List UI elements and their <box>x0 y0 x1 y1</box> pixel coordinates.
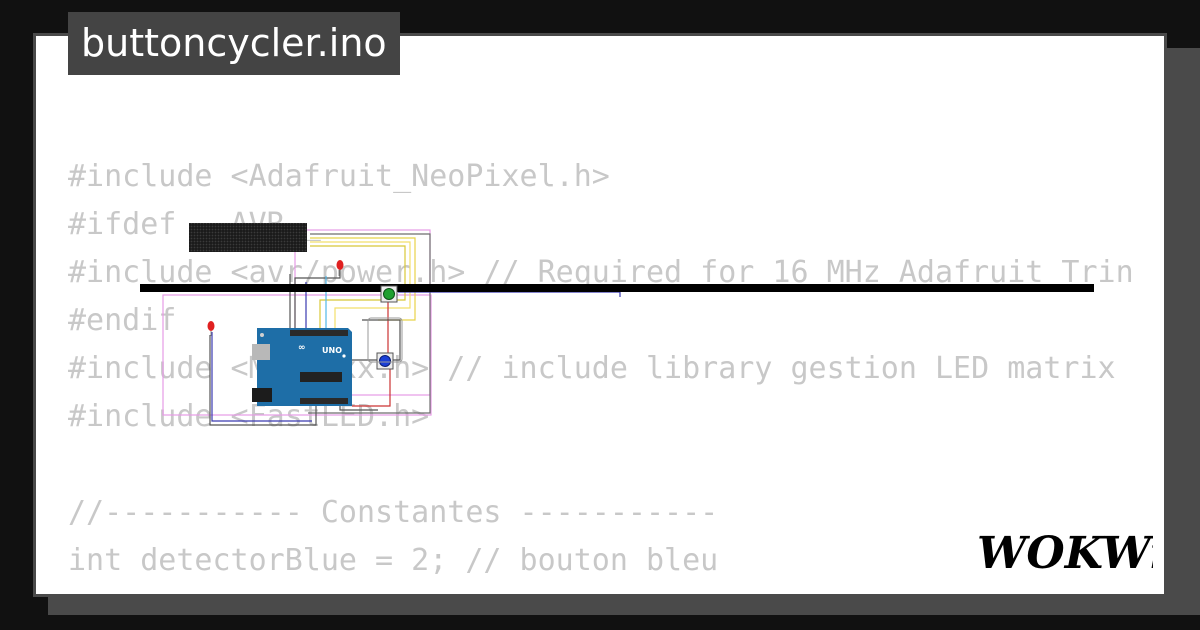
circuit-diagram: ∞ UNO <box>140 223 1094 426</box>
red-led-icon <box>207 321 215 336</box>
wire-bar <box>140 284 1094 292</box>
led-matrix <box>189 223 307 252</box>
chip <box>300 372 342 382</box>
arduino-uno-board: ∞ UNO <box>252 328 352 406</box>
module-outline <box>367 317 403 363</box>
code-line: #endif <box>68 303 177 338</box>
wokwi-logo: WOKWi <box>977 528 1153 578</box>
breadboard-outline <box>162 294 432 416</box>
code-preview: #include <Adafruit_NeoPixel.h>#ifdef __A… <box>68 153 1134 594</box>
power-jack <box>252 388 272 402</box>
project-title: buttoncycler.ino <box>68 12 400 75</box>
green-button <box>380 285 398 303</box>
preview-card: #include <Adafruit_NeoPixel.h>#ifdef __A… <box>33 33 1167 597</box>
svg-text:∞: ∞ <box>298 343 306 353</box>
code-line: int detectorRed = 3; // bouton rouge <box>68 585 1134 594</box>
code-line: #include <MAX72xx.h> // include library … <box>68 351 1116 386</box>
code-line <box>68 441 1134 489</box>
code-line: int detectorBlue = 2; // bouton bleu <box>68 543 719 578</box>
blue-button <box>376 352 394 370</box>
red-led-icon <box>336 260 344 276</box>
code-line: //----------- Constantes ----------- <box>68 495 719 530</box>
usb-port <box>252 344 270 360</box>
wokwi-logo-text: WOKWi <box>977 528 1153 578</box>
code-line: #include <Adafruit_NeoPixel.h> <box>68 159 610 194</box>
svg-text:UNO: UNO <box>322 346 342 355</box>
